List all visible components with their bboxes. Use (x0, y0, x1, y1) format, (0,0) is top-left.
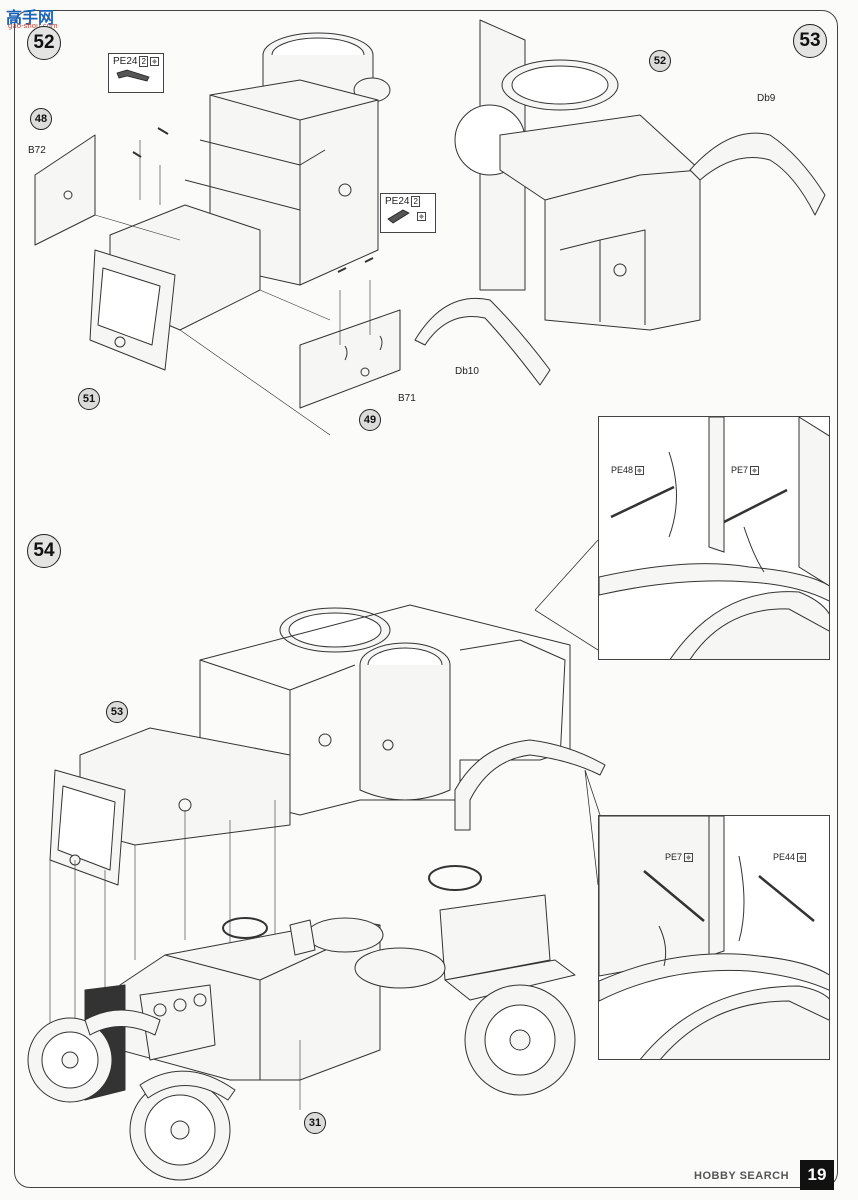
pe24-callout-top: PE24 2 (108, 53, 164, 93)
photoetch-icon (149, 57, 159, 66)
detail-inset-rear-drawing (599, 816, 829, 1059)
part-number-48: 48 (30, 108, 52, 130)
part-number-31: 31 (304, 1112, 326, 1134)
pe7-label-b: PE7 (665, 852, 694, 862)
detail-inset-front: PE48 PE7 (598, 416, 830, 660)
step52-drawing (34, 32, 401, 436)
label-db10: Db10 (455, 366, 479, 377)
site-logo: 高手网 (6, 8, 55, 27)
part-number-52: 52 (649, 50, 671, 72)
part-number-53: 53 (106, 701, 128, 723)
pe44-label: PE44 (773, 852, 807, 862)
label-db9: Db9 (757, 93, 776, 104)
photoetch-icon (750, 465, 760, 475)
label-b71: B71 (398, 393, 416, 404)
page-frame (14, 10, 838, 1188)
pe48-label: PE48 (611, 465, 645, 475)
pe24-part-icon (116, 69, 150, 82)
page-number: 19 (800, 1160, 834, 1190)
detail-inset-rear: PE7 PE44 (598, 815, 830, 1060)
part-number-49: 49 (359, 409, 381, 431)
pe7-label-a: PE7 (731, 465, 760, 475)
watermark: HOBBY SEARCH (694, 1170, 790, 1182)
step54-drawing (27, 539, 606, 1181)
step-number-54: 54 (27, 534, 61, 568)
step-number-52: 52 (27, 26, 61, 60)
label-b72: B72 (28, 145, 46, 156)
step53-drawing (414, 19, 826, 386)
rear-right-wheel (464, 984, 576, 1096)
photoetch-icon (417, 211, 426, 221)
photoetch-icon (635, 465, 645, 475)
pe24-part-icon (387, 209, 410, 224)
photoetch-icon (684, 852, 694, 862)
detail-inset-front-drawing (599, 417, 829, 659)
step-number-53: 53 (793, 24, 827, 58)
pe24-callout-side: PE24 2 (380, 193, 436, 233)
site-logo-subtitle: gao-shou.com (8, 22, 58, 30)
front-left-wheel (27, 1017, 113, 1103)
photoetch-icon (797, 852, 807, 862)
part-number-51: 51 (78, 388, 100, 410)
front-right-wheel (129, 1079, 231, 1181)
